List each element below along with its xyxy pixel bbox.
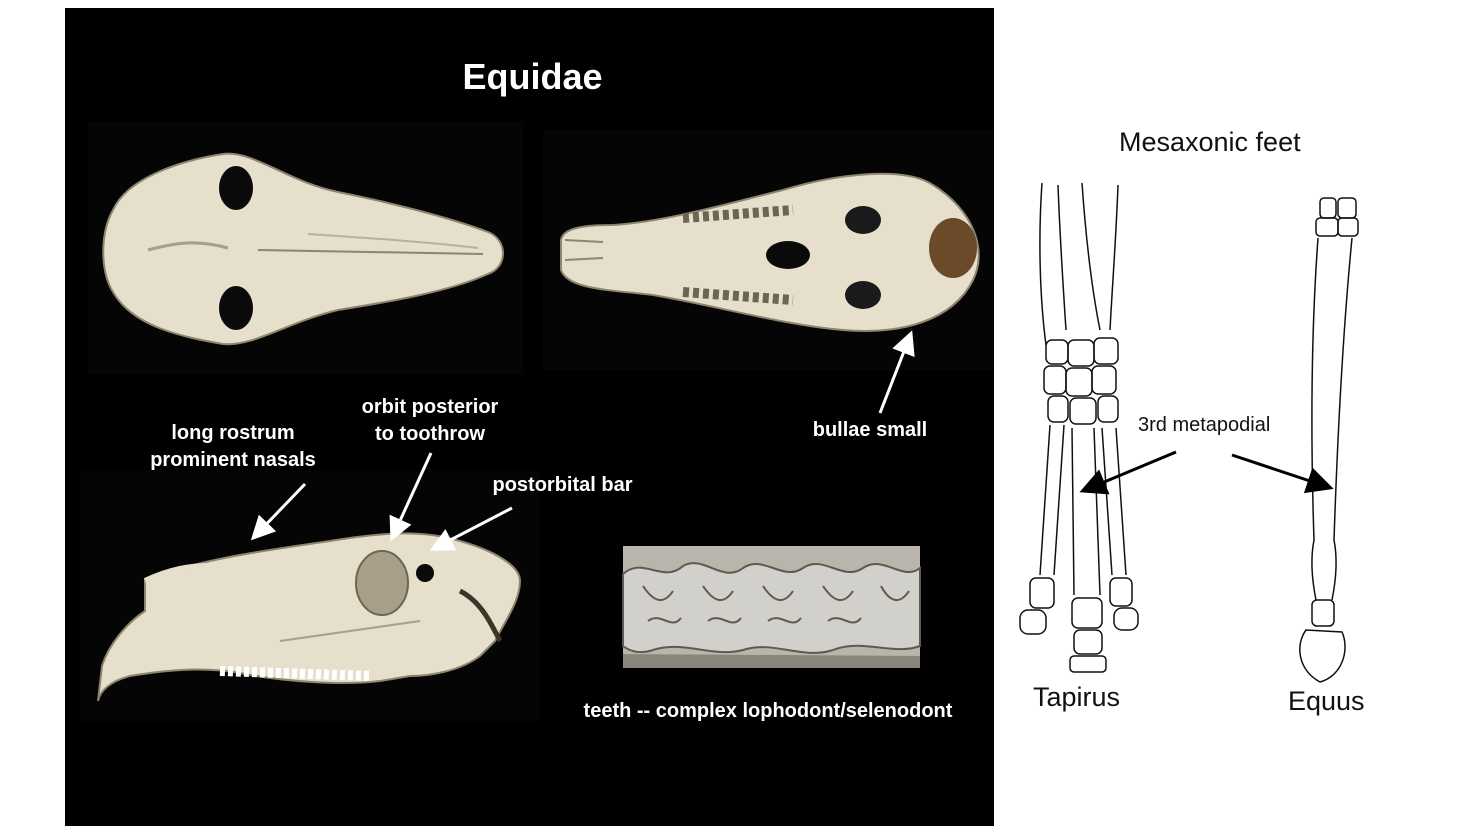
label-rostrum-line1: long rostrum [171, 422, 295, 444]
skull-lateral-photo [80, 471, 540, 721]
equidae-slide: Equidae [65, 8, 994, 826]
arrow-rostrum [250, 482, 307, 541]
label-teeth: teeth -- complex lophodont/selenodont [583, 700, 953, 722]
label-long-rostrum: long rostrum prominent nasals [133, 420, 333, 474]
teeth-closeup-illustration [622, 546, 921, 668]
arrow-bullae [878, 330, 915, 414]
feet-title: Mesaxonic feet [1119, 127, 1301, 157]
teeth-closeup-photo [622, 546, 921, 668]
metapodial-label: 3rd metapodial [1138, 414, 1271, 436]
arrow-tapirus-metapodial [1079, 450, 1177, 495]
label-orbit-line2: to toothrow [375, 423, 485, 445]
slide-title: Equidae [462, 56, 603, 97]
arrow-postorbital [429, 506, 513, 551]
slide-arrows [250, 330, 915, 551]
label-postorbital-bar: postorbital bar [492, 474, 633, 496]
label-orbit-line1: orbit posterior [361, 396, 499, 418]
tapirus-label: Tapirus [1033, 682, 1121, 712]
tapirus-foot-drawing [1019, 182, 1139, 673]
label-rostrum-line2: prominent nasals [150, 449, 316, 471]
equus-foot-drawing [1299, 197, 1359, 683]
skull-ventral-photo [543, 130, 994, 370]
skull-ventral-illustration [560, 172, 980, 332]
skull-dorsal-illustration [102, 152, 504, 346]
equus-label: Equus [1288, 686, 1365, 716]
skull-dorsal-photo [88, 122, 523, 374]
arrow-orbit [389, 452, 433, 542]
arrow-equus-metapodial [1231, 453, 1334, 494]
label-bullae-small: bullae small [812, 419, 928, 441]
label-orbit-posterior: orbit posterior to toothrow [330, 394, 530, 448]
skull-lateral-illustration [97, 532, 522, 702]
